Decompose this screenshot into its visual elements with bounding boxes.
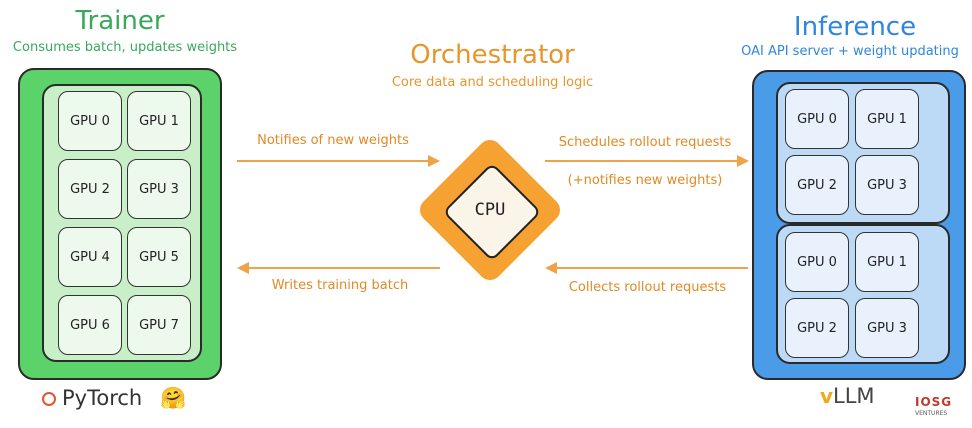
trainer-subtitle: Consumes batch, updates weights bbox=[12, 40, 238, 55]
orchestrator-title: Orchestrator bbox=[410, 40, 575, 70]
inference-subtitle: OAI API server + weight updating bbox=[741, 44, 959, 59]
arrowhead-right-icon bbox=[428, 155, 440, 167]
gpu-cell: GPU 2 bbox=[785, 155, 849, 215]
gpu-cell: GPU 2 bbox=[58, 159, 122, 219]
gpu-cell: GPU 3 bbox=[855, 298, 919, 358]
gpu-cell: GPU 7 bbox=[127, 295, 191, 355]
vllm-mark-icon: v bbox=[820, 384, 834, 408]
label-collects: Collects rollout requests bbox=[568, 280, 727, 295]
pytorch-icon bbox=[42, 392, 56, 406]
label-schedules-note: (+notifies new weights) bbox=[567, 173, 723, 188]
pytorch-logo: PyTorch bbox=[62, 386, 143, 410]
arrow-writes bbox=[248, 267, 440, 269]
label-schedules: Schedules rollout requests bbox=[558, 135, 732, 150]
label-notifies: Notifies of new weights bbox=[257, 133, 409, 148]
watermark-sub: VENTURES bbox=[915, 410, 948, 417]
gpu-cell: GPU 0 bbox=[785, 89, 849, 149]
gpu-cell: GPU 1 bbox=[127, 91, 191, 151]
inference-title: Inference bbox=[793, 12, 917, 42]
trainer-title: Trainer bbox=[75, 6, 165, 36]
orchestrator-subtitle: Core data and scheduling logic bbox=[391, 75, 594, 90]
huggingface-icon: 🤗 bbox=[160, 386, 187, 410]
label-writes: Writes training batch bbox=[271, 278, 409, 293]
gpu-cell: GPU 3 bbox=[127, 159, 191, 219]
cpu-label: CPU bbox=[474, 200, 506, 220]
arrow-collects bbox=[556, 267, 748, 269]
arrowhead-left-icon bbox=[237, 262, 249, 274]
gpu-cell: GPU 6 bbox=[58, 295, 122, 355]
gpu-cell: GPU 1 bbox=[855, 232, 919, 292]
arrowhead-right-icon bbox=[737, 155, 749, 167]
gpu-cell: GPU 3 bbox=[855, 155, 919, 215]
gpu-cell: GPU 5 bbox=[127, 227, 191, 287]
arrowhead-left-icon bbox=[545, 262, 557, 274]
arrow-schedules bbox=[545, 160, 738, 162]
gpu-cell: GPU 2 bbox=[785, 298, 849, 358]
gpu-cell: GPU 0 bbox=[58, 91, 122, 151]
arrow-notifies bbox=[237, 160, 429, 162]
watermark-logo: IOSG bbox=[915, 395, 953, 409]
vllm-logo: LLM bbox=[833, 384, 875, 408]
gpu-cell: GPU 1 bbox=[855, 89, 919, 149]
gpu-cell: GPU 4 bbox=[58, 227, 122, 287]
gpu-cell: GPU 0 bbox=[785, 232, 849, 292]
